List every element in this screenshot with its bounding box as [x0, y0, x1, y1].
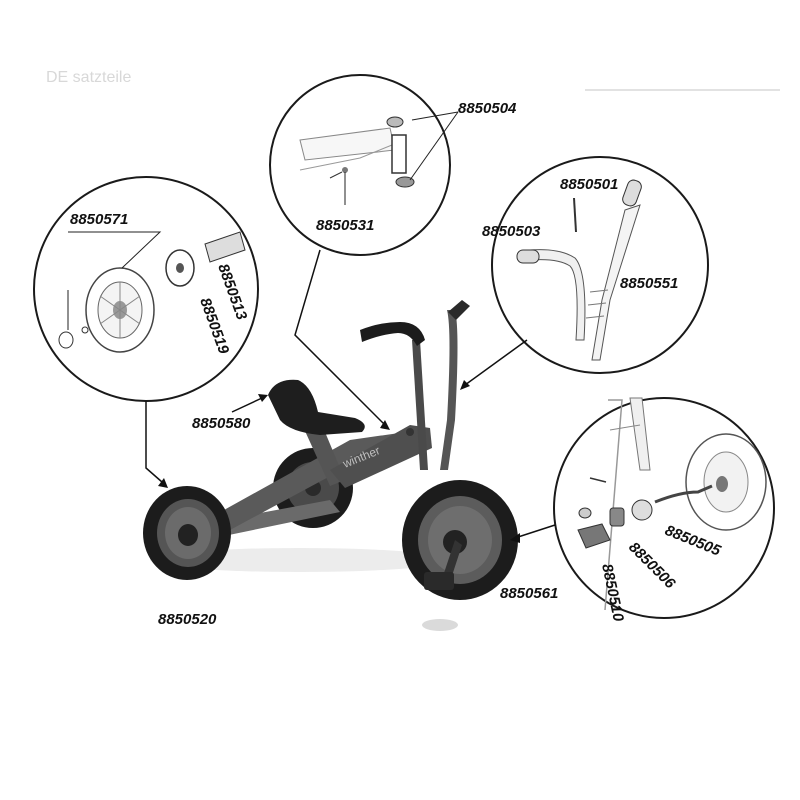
pedal-reflection: [422, 619, 458, 631]
right-grip: [448, 300, 470, 320]
front-wheel: [402, 480, 518, 600]
detail-circle-front-hub: [553, 397, 775, 619]
part-label-8850501: 8850501: [560, 176, 618, 193]
part-label-8850561: 8850561: [500, 585, 558, 602]
part-label-8850503: 8850503: [482, 223, 541, 240]
frame-panel: [330, 425, 432, 488]
connector-seat: [231, 397, 263, 413]
connector-steering-joint: [294, 249, 386, 426]
connector-rear-wheel: [145, 401, 163, 483]
steering-column: [412, 340, 428, 470]
rear-left-wheel: [143, 486, 231, 580]
part-label-8850531: 8850531: [316, 217, 374, 234]
part-label-8850520: 8850520: [158, 611, 217, 628]
detail-circle-rear-wheel: [33, 176, 259, 402]
front-fork: [440, 310, 458, 470]
pedal: [424, 572, 454, 590]
left-grip: [360, 322, 425, 346]
connector-front-hub: [514, 524, 556, 539]
part-label-8850580: 8850580: [192, 415, 251, 432]
connector-handlebar: [464, 339, 528, 386]
detail-circle-handlebar: [491, 156, 709, 374]
connector-lines: [145, 249, 556, 543]
seat: [268, 379, 365, 435]
frame-bolt: [406, 428, 414, 436]
faint-header-text: DE satzteile: [46, 69, 131, 86]
detail-circle-steering-joint: [269, 74, 459, 256]
part-label-8850571: 8850571: [70, 211, 128, 228]
part-label-8850551: 8850551: [620, 275, 678, 292]
tricycle: winther: [143, 300, 518, 631]
part-label-8850504: 8850504: [458, 100, 517, 117]
